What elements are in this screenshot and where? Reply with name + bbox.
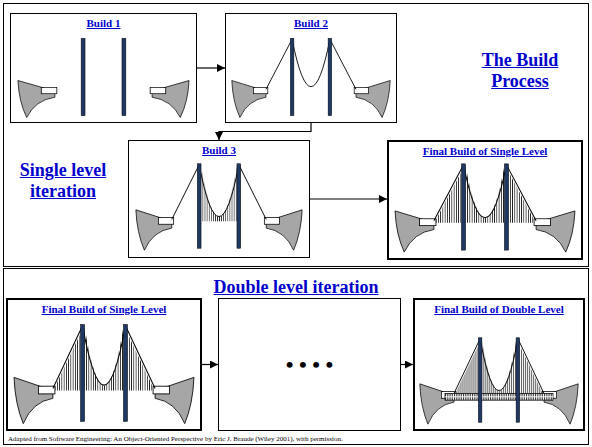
bridge-build-3 <box>136 164 302 250</box>
build-box: Build 2 <box>225 13 397 123</box>
flow-arrow <box>401 364 413 365</box>
build-box: Final Build of Double Level <box>413 298 585 431</box>
build-box: Final Build of Single Level <box>6 298 202 431</box>
box-title: Build 2 <box>226 14 396 30</box>
section-heading: The Build Process <box>460 50 580 92</box>
bridge-build-2 <box>232 38 390 117</box>
flow-arrow <box>219 123 311 140</box>
bridge-final-double <box>420 338 578 424</box>
flow-arrow <box>197 67 225 68</box>
bridge-build-1 <box>18 38 189 117</box>
bridge-final-single <box>395 164 575 252</box>
flow-arrow <box>202 364 218 365</box>
section-panel: The Build ProcessSingle level iteration B… <box>3 3 589 267</box>
bridge-final-single <box>14 325 194 424</box>
box-title: Final Build of Single Level <box>8 300 200 316</box>
box-title: Final Build of Double Level <box>415 300 583 316</box>
box-title: Build 3 <box>129 141 309 157</box>
build-box: Build 3 <box>128 140 310 258</box>
ellipsis-dots: • • • • <box>219 352 400 378</box>
section-heading: Single level iteration <box>18 160 108 202</box>
build-box: • • • • <box>218 298 401 431</box>
section-panel: Double level iterationFinal Build of Sin… <box>3 268 589 445</box>
box-title: Build 1 <box>11 14 196 30</box>
box-title: Final Build of Single Level <box>389 142 581 158</box>
section-heading: Double level iteration <box>4 277 588 298</box>
build-box: Final Build of Single Level <box>387 140 583 260</box>
build-box: Build 1 <box>10 13 197 123</box>
flow-arrow <box>310 198 387 199</box>
caption-text: Adapted from Software Engineering: An Ob… <box>8 435 343 444</box>
